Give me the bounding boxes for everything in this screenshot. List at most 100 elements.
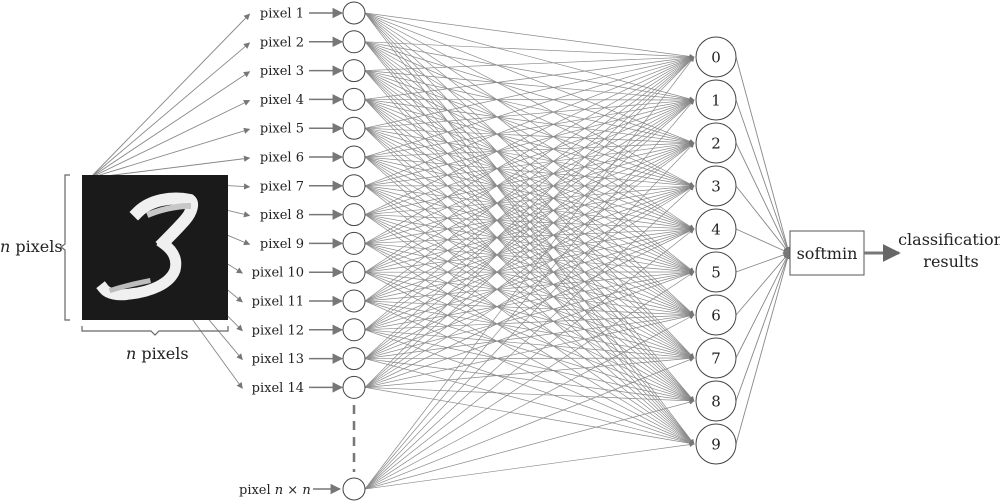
input-output-connections [364,12,695,490]
input-node [342,174,366,198]
input-node-last [342,477,366,501]
output-digit-label: 1 [711,92,721,110]
output-digit-label: 5 [711,264,721,282]
pixel-label: pixel 2 [260,35,304,50]
output-node [695,251,737,293]
connection-line [364,55,695,158]
pixel-label: pixel 11 [252,295,304,310]
output-digit-label: 6 [711,307,721,325]
connection-line [364,56,695,302]
bottom-dimension-brace [81,326,229,336]
connection-line [364,56,695,187]
output-node [695,36,737,78]
connection-line [364,142,695,359]
pixel-label: pixel 14 [252,381,304,396]
output-node [695,79,737,121]
image-ray-arrow [89,13,251,179]
softmin-input-line [735,251,790,273]
input-node [342,375,366,399]
input-node [342,289,366,313]
connection-line [364,312,695,331]
connection-line [364,355,695,361]
pixel-label: pixel 1 [260,7,304,22]
pixel-label: pixel 9 [260,237,304,252]
connection-line [364,355,695,388]
connection-line [364,313,695,359]
connection-line [364,98,695,158]
connection-line [364,387,695,446]
input-node [342,1,366,25]
input-node [342,87,366,111]
connection-line [364,270,695,331]
connection-line [364,99,695,215]
output-digit-label: 7 [711,350,721,368]
softmin-input-line [735,252,791,402]
connection-line [364,227,695,331]
pixel-label: pixel 7 [260,179,304,194]
softmin-input-line [735,252,791,445]
connection-line [364,41,695,102]
output-digit-label: 4 [711,221,721,239]
connection-line [364,329,695,445]
input-node [342,347,366,371]
output-node [695,208,737,250]
connection-line [364,329,695,403]
connection-line [364,56,695,331]
connection-line [364,54,695,71]
connection-line [364,185,695,388]
connection-line [364,358,695,403]
pixel-label: pixel 5 [260,122,304,137]
connection-line [364,99,695,244]
connection-line [364,142,695,331]
connection-line [364,314,695,490]
softmin-input-line [735,228,790,254]
connection-line [364,55,695,100]
pixel-label: pixel 10 [252,266,304,281]
left-dimension-label: n pixels [0,237,63,256]
image-ray-arrow [89,127,251,179]
connection-line [364,228,695,388]
softmin-input-line [735,185,790,254]
output-node [695,122,737,164]
last-pixel-label: pixel n × n [239,483,311,498]
output-digit-label: 8 [711,393,721,411]
image-ray-arrow [89,71,251,179]
connection-line [364,97,695,129]
connection-line [364,271,695,388]
connection-line [364,185,695,359]
connection-line [364,70,695,103]
input-node [342,116,366,140]
softmin-input-line [735,56,791,254]
connection-line [364,185,695,331]
result-label-line2: results [923,252,978,271]
connection-line [364,142,695,490]
softmin-input-line [735,252,790,316]
pixel-label: pixel 4 [260,93,304,108]
connection-line [364,99,695,359]
result-label-line1: classification [898,230,1000,249]
input-node [342,30,366,54]
connection-line [364,99,695,331]
output-digit-label: 3 [711,178,721,196]
connection-line [364,270,695,359]
output-node [695,337,737,379]
connection-line [364,399,695,490]
output-digit-label: 9 [711,436,721,454]
connection-line [364,56,695,490]
connection-line [364,56,695,359]
connection-line [364,313,695,388]
pixel-label: pixel 6 [260,151,304,166]
connection-line [364,271,695,490]
output-node [695,165,737,207]
image-ray-arrow [89,155,251,179]
connection-line [364,358,695,446]
bottom-dimension-label: n pixels [126,344,189,363]
output-digit-label: 2 [711,135,721,153]
connection-line [364,228,695,490]
pixel-label: pixel 12 [252,323,304,338]
image-ray-arrow [89,42,251,179]
output-node [695,423,737,465]
